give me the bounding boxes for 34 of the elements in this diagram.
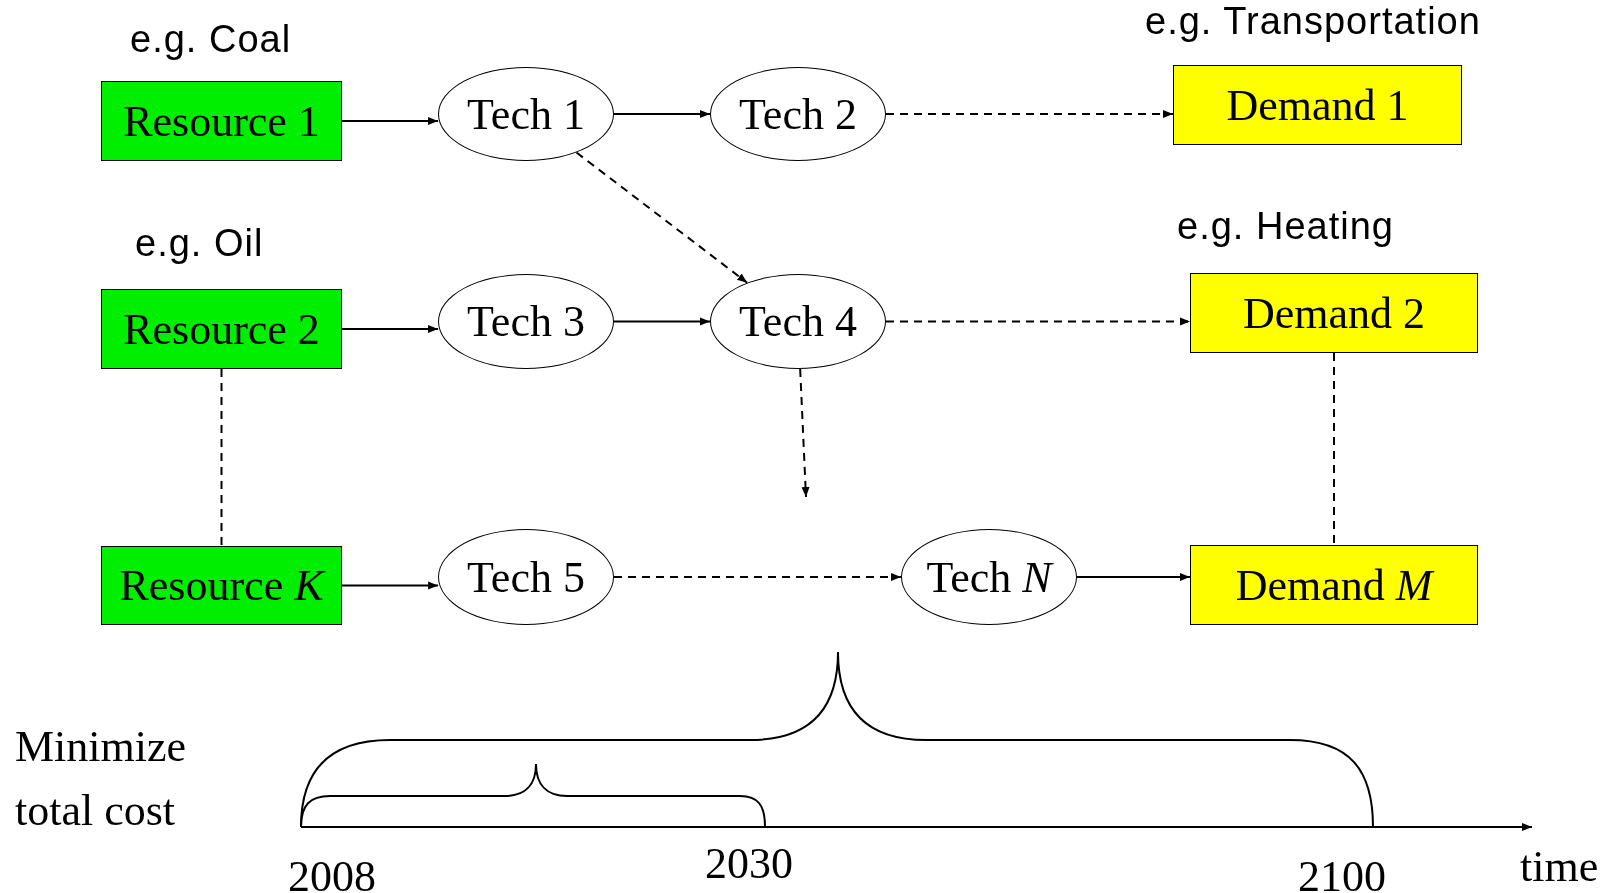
tech-ellipse: Tech 5 [438, 529, 614, 625]
tech-ellipse: Tech 2 [710, 67, 886, 161]
connector-line [1333, 352, 1335, 546]
arrow [1076, 573, 1191, 581]
tech-ellipse: Tech 4 [710, 274, 886, 369]
arrow [613, 110, 711, 118]
demand-box: Demand 2 [1190, 273, 1478, 353]
demand-box: Demand M [1190, 545, 1478, 625]
objective-text: Minimize total cost [15, 721, 188, 837]
demand-box: Demand 1 [1173, 65, 1462, 145]
arrow [885, 110, 1174, 118]
arrow [613, 573, 902, 581]
arrow [575, 151, 749, 284]
year-label: 2008 [288, 851, 376, 893]
tech-ellipse: Tech 3 [438, 274, 614, 369]
resource-box: Resource K [101, 546, 342, 625]
year-label: 2100 [1298, 851, 1386, 893]
axis-label: time [1520, 841, 1599, 893]
arrow [341, 581, 440, 590]
arrow [341, 117, 440, 125]
example-caption: e.g. Oil [135, 222, 264, 265]
example-caption: e.g. Coal [130, 18, 292, 61]
tech-ellipse: Tech N [901, 529, 1077, 625]
arrow [341, 325, 440, 333]
example-caption: e.g. Transportation [1145, 0, 1481, 43]
arrow [613, 317, 711, 326]
connector-line [220, 368, 223, 547]
resource-box: Resource 2 [101, 289, 342, 369]
arrow [799, 368, 810, 498]
example-caption: e.g. Heating [1177, 205, 1394, 248]
arrow [885, 317, 1191, 326]
resource-box: Resource 1 [101, 81, 342, 161]
tech-ellipse: Tech 1 [438, 67, 614, 161]
year-label: 2030 [705, 838, 793, 890]
